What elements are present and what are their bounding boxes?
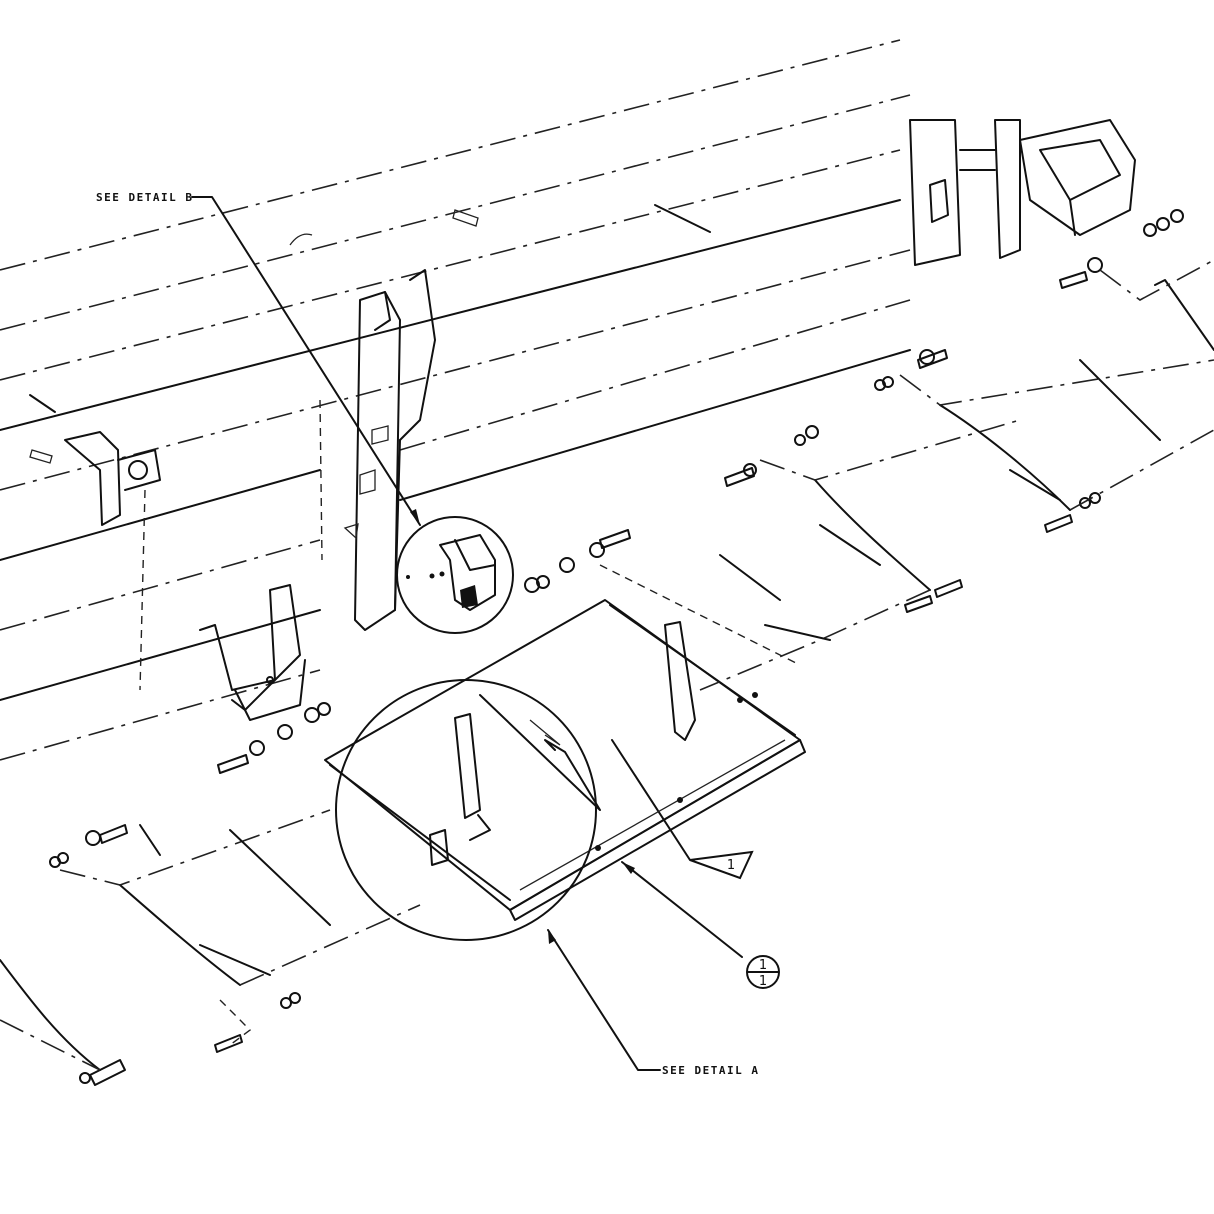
fastener-set-left: [49, 702, 331, 868]
callout-leaders: [191, 196, 743, 1071]
item-balloon-top-number: 1: [759, 958, 767, 973]
see-detail-b-label: SEE DETAIL B: [96, 191, 193, 204]
fastener-set-center: [524, 529, 631, 593]
item-flag-number: 1: [727, 858, 735, 873]
upper-frame-rails: [0, 39, 911, 761]
item-balloon: 1 1: [746, 955, 780, 989]
item-balloon-bottom-number: 1: [759, 974, 767, 989]
fastener-set-mid-right: [724, 349, 948, 487]
left-lower-bracket: [199, 584, 306, 721]
center-upright-post: [343, 269, 436, 631]
see-detail-a-label: SEE DETAIL A: [662, 1064, 759, 1077]
fastener-set-bottom: [79, 492, 1101, 1086]
right-upright-post: [909, 119, 1136, 266]
item-flag-marker: 1: [689, 850, 754, 880]
left-upright-bracket: [64, 399, 323, 691]
main-tray-assembly: [324, 599, 806, 921]
fastener-set-top-right: [1059, 209, 1184, 289]
fasteners: [49, 209, 1184, 1086]
detail-b-circle: [396, 516, 514, 634]
detail-a-circle: [335, 679, 601, 941]
side-panels: [0, 259, 1214, 1071]
